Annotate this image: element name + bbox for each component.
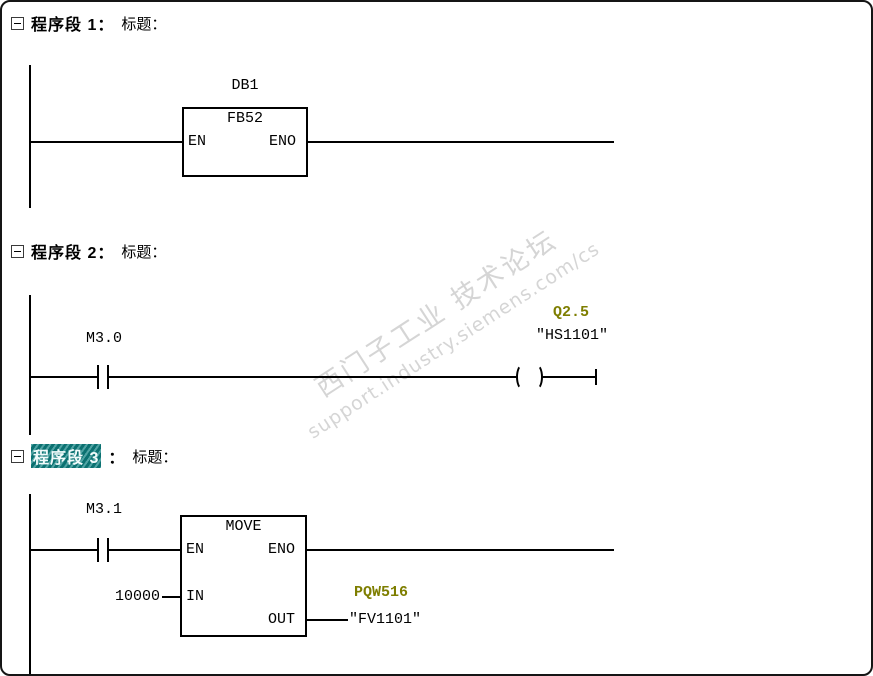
- no-contact-symbol[interactable]: [107, 538, 109, 562]
- wire-segment: [306, 141, 614, 143]
- in-value-operand[interactable]: 10000: [114, 588, 160, 605]
- no-contact-symbol[interactable]: [97, 365, 99, 389]
- network3-title-selected[interactable]: 程序段 3: [31, 444, 102, 468]
- network3-title-colon: ：: [108, 450, 126, 467]
- fb52-block-label: FB52: [226, 110, 263, 127]
- coil-symbol[interactable]: [516, 364, 529, 390]
- pin-in-label: IN: [186, 588, 205, 605]
- network2-title: 程序段 2：: [31, 245, 115, 262]
- wire-segment: [305, 549, 614, 551]
- pin-eno-label: ENO: [268, 541, 296, 558]
- network3-title-comment: 标题：: [132, 448, 178, 466]
- pin-out-label: OUT: [268, 611, 296, 628]
- out-operand-symbol-name[interactable]: ″FV1101″: [349, 611, 422, 628]
- rail-end-tick: [595, 369, 597, 385]
- wire-segment: [29, 376, 97, 378]
- out-operand-address[interactable]: PQW516: [354, 584, 409, 601]
- power-rail: [29, 295, 31, 435]
- collapse-icon[interactable]: [11, 244, 24, 258]
- wire-segment: [109, 376, 518, 378]
- watermark: 西门子工业 技术论坛 support.industry.siemens.com/…: [227, 167, 657, 477]
- contact-operand[interactable]: M3.0: [85, 330, 122, 347]
- pin-eno-label: ENO: [269, 133, 297, 150]
- fb52-block[interactable]: [182, 107, 308, 177]
- coil-symbol-name[interactable]: ″HS1101″: [536, 327, 609, 344]
- network1-title-comment: 标题：: [121, 15, 167, 33]
- coil-operand[interactable]: Q2.5: [553, 304, 590, 321]
- wire-segment: [162, 596, 180, 598]
- wire-segment: [305, 619, 348, 621]
- network2-header[interactable]: 程序段 2： 标题：: [11, 239, 166, 263]
- power-rail: [29, 65, 31, 208]
- block-db-operand[interactable]: DB1: [231, 77, 259, 94]
- no-contact-symbol[interactable]: [97, 538, 99, 562]
- network3-header[interactable]: 程序段 3 ： 标题：: [11, 444, 177, 468]
- move-block[interactable]: [180, 515, 307, 637]
- contact-operand[interactable]: M3.1: [85, 501, 122, 518]
- move-block-label: MOVE: [225, 518, 262, 535]
- wire-segment: [29, 549, 97, 551]
- collapse-icon[interactable]: [11, 16, 24, 30]
- pin-en-label: EN: [186, 541, 205, 558]
- power-rail: [29, 494, 31, 674]
- network1-title: 程序段 1：: [31, 17, 115, 34]
- no-contact-symbol[interactable]: [107, 365, 109, 389]
- wire-segment: [109, 549, 180, 551]
- wire-segment: [542, 376, 596, 378]
- wire-segment: [29, 141, 182, 143]
- network1-header[interactable]: 程序段 1： 标题：: [11, 11, 166, 35]
- collapse-icon[interactable]: [11, 449, 24, 463]
- pin-en-label: EN: [188, 133, 207, 150]
- network2-title-comment: 标题：: [121, 243, 167, 261]
